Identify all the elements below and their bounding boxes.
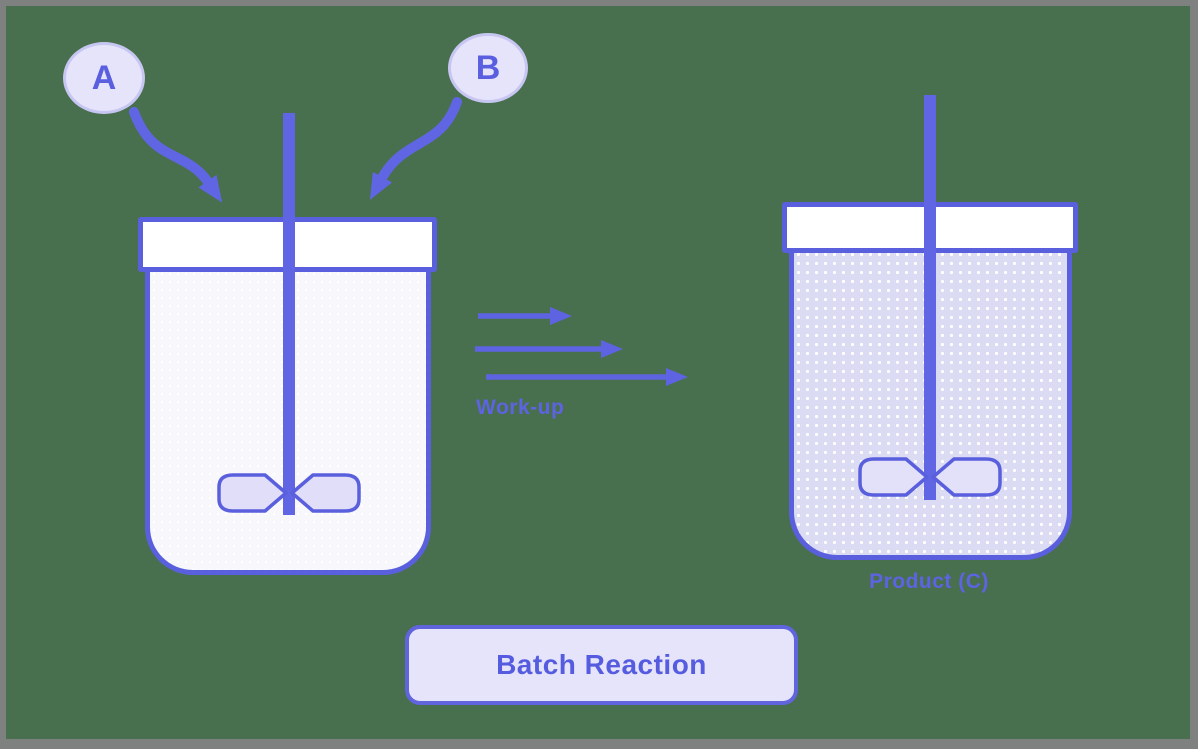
title-label: Batch Reaction: [496, 649, 707, 680]
feed-arrow-a-icon: [129, 107, 223, 203]
reactant-a-bubble: A: [63, 42, 145, 114]
stirrer-blades-icon: [858, 457, 1002, 497]
workup-label: Work-up: [476, 396, 565, 419]
stirrer-shaft-left: [283, 113, 295, 515]
reactant-b-bubble: B: [448, 33, 528, 103]
stirrer-shaft-right: [924, 95, 936, 500]
feed-arrows-layer: [129, 97, 462, 203]
stirrer-blades-icon: [217, 473, 361, 513]
reactant-b-label: B: [475, 48, 501, 87]
feed-arrow-b-icon: [369, 97, 462, 200]
title-badge: Batch Reaction: [405, 625, 798, 705]
reactant-a-label: A: [91, 58, 117, 97]
product-label: Product (C): [869, 570, 989, 593]
reaction-arrows-icon: [475, 307, 688, 386]
